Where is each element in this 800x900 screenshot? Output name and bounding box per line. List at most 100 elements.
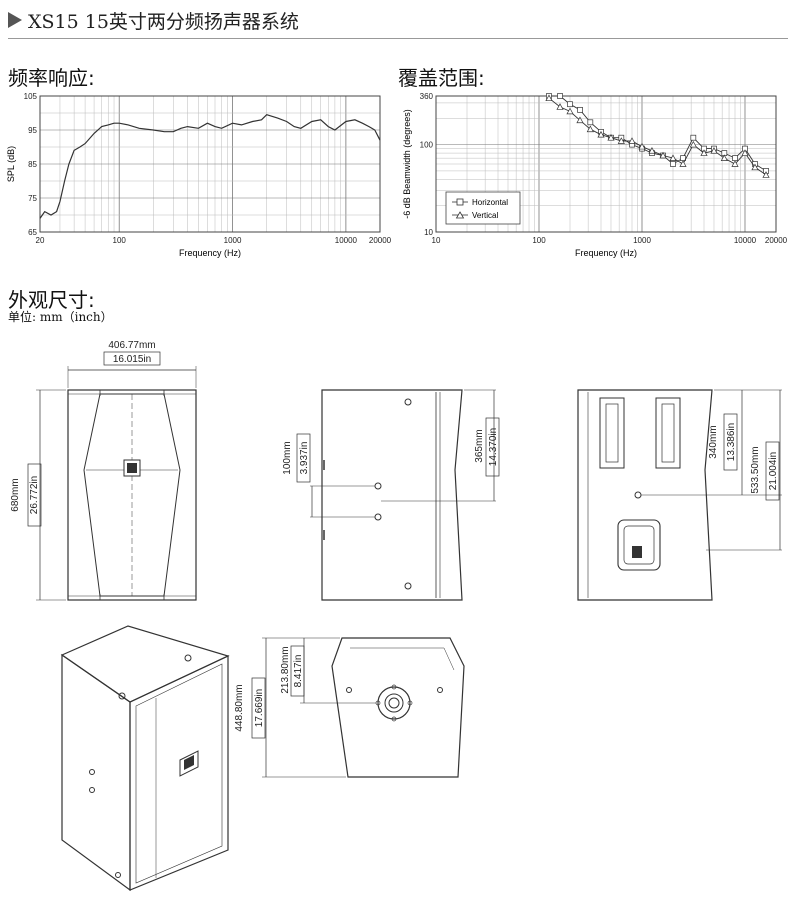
back-view: 340mm 13.386in 533.50mm 21.004in xyxy=(577,389,782,601)
vertical-point xyxy=(659,151,667,159)
series-lines xyxy=(545,93,770,178)
triangle-icon xyxy=(8,12,22,28)
top-213mm-label: 213.80mm xyxy=(280,646,291,693)
plot-frame xyxy=(39,95,381,233)
chart-grid xyxy=(39,95,381,233)
y-tick-label: 105 xyxy=(24,92,38,101)
top-213in-label: 8.417in xyxy=(293,655,304,688)
input-panel xyxy=(617,519,661,571)
horizontal-point xyxy=(587,119,594,126)
vertical-series-line xyxy=(548,97,767,176)
frequency-response-chart: 20 100 1000 10000 20000 65 75 85 95 105 Frequency… xyxy=(6,92,392,258)
x-tick-label: 10000 xyxy=(335,236,358,245)
vertical-point xyxy=(545,94,553,102)
front-view: 406.77mm 16.015in 680mm 26.772in xyxy=(10,340,197,601)
mount-point-icon xyxy=(634,491,642,499)
x-tick-label: 1000 xyxy=(633,236,651,245)
square-marker-icon xyxy=(456,198,464,206)
vertical-point xyxy=(741,149,749,156)
isometric-view xyxy=(60,625,230,892)
top-448in-label: 17.669in xyxy=(254,689,265,727)
vertical-point xyxy=(679,160,687,167)
vertical-point xyxy=(751,163,759,171)
x-tick-label: 20 xyxy=(36,236,45,245)
back-340mm-label: 340mm xyxy=(708,425,719,458)
frequency-response-heading: 频率响应: xyxy=(8,66,95,90)
horizontal-point xyxy=(557,93,563,99)
vertical-point xyxy=(576,116,584,124)
x-tick-label: 100 xyxy=(532,236,546,245)
y-axis-label: -6 dB Beamwidth (degrees) xyxy=(402,109,412,219)
vertical-point xyxy=(710,147,718,154)
vertical-point xyxy=(700,149,708,156)
top-448mm-label: 448.80mm xyxy=(234,684,245,731)
side-view: 100mm 3.937in 365mm 14.370in xyxy=(282,389,500,601)
vertical-point xyxy=(597,130,605,138)
x-tick-label: 10 xyxy=(432,236,441,245)
horizontal-point xyxy=(567,101,573,108)
y-tick-label: 65 xyxy=(28,228,37,237)
coverage-heading: 覆盖范围: xyxy=(398,66,485,90)
width-mm-label: 406.77mm xyxy=(108,340,155,351)
side-100in-label: 3.937in xyxy=(299,442,310,475)
dimension-drawings: 406.77mm 16.015in 680mm 26.772in 100mm 3… xyxy=(10,340,782,892)
top-view: 213.80mm 8.417in 448.80mm 17.669in xyxy=(234,637,465,778)
vertical-point xyxy=(762,171,770,178)
title-divider xyxy=(8,38,788,39)
vertical-point xyxy=(586,125,594,133)
dimensions-heading: 外观尺寸: xyxy=(8,288,95,312)
x-tick-label: 20000 xyxy=(369,236,392,245)
horizontal-point xyxy=(577,106,583,113)
horizontal-point xyxy=(670,161,676,167)
vertical-point xyxy=(617,137,625,144)
y-tick-label: 95 xyxy=(28,126,37,135)
vertical-point xyxy=(720,154,728,161)
x-axis-label: Frequency (Hz) xyxy=(179,248,241,258)
y-axis-label: SPL (dB) xyxy=(6,146,16,182)
back-340in-label: 13.386in xyxy=(726,423,737,461)
x-tick-label: 100 xyxy=(113,236,127,245)
unit-note: 单位: mm（inch） xyxy=(8,310,113,324)
back-533mm-label: 533.50mm xyxy=(750,446,761,493)
width-in-label: 16.015in xyxy=(113,354,151,365)
vertical-point xyxy=(566,107,574,115)
x-tick-label: 10000 xyxy=(734,236,757,245)
horizontal-series-line xyxy=(549,95,767,172)
chart-grid xyxy=(436,96,777,232)
connector-icon xyxy=(632,546,642,558)
y-tick-label: 85 xyxy=(28,160,37,169)
vertical-point xyxy=(628,137,636,144)
height-in-label: 26.772in xyxy=(29,476,40,514)
vertical-point xyxy=(556,103,564,110)
mount-socket-icon xyxy=(377,686,411,720)
page-title: XS15 15英寸两分频扬声器系统 xyxy=(28,10,299,33)
side-365in-label: 14.370in xyxy=(488,428,499,466)
vertical-point xyxy=(669,154,677,161)
back-533in-label: 21.004in xyxy=(768,452,779,490)
legend: Horizontal Vertical xyxy=(445,191,521,225)
y-tick-label: 100 xyxy=(420,141,434,150)
legend-box xyxy=(445,191,521,225)
vertical-point xyxy=(648,147,656,154)
page-header: XS15 15英寸两分频扬声器系统 xyxy=(8,6,299,34)
side-365mm-label: 365mm xyxy=(474,429,485,462)
x-axis-label: Frequency (Hz) xyxy=(575,248,637,258)
legend-item-vertical: Vertical xyxy=(472,211,498,220)
tick-labels: 20 100 1000 10000 20000 65 75 85 95 105 xyxy=(24,92,392,245)
y-tick-label: 10 xyxy=(424,228,433,237)
plot-frame xyxy=(435,95,777,233)
y-tick-label: 75 xyxy=(28,194,37,203)
spl-series-line xyxy=(39,114,381,219)
vertical-point xyxy=(638,142,646,150)
legend-item-horizontal: Horizontal xyxy=(472,198,508,207)
x-tick-label: 1000 xyxy=(224,236,242,245)
height-mm-label: 680mm xyxy=(10,478,21,511)
vertical-point xyxy=(607,133,615,141)
vertical-point xyxy=(689,140,697,148)
series-line xyxy=(39,114,381,219)
triangle-marker-icon xyxy=(455,211,465,219)
side-100mm-label: 100mm xyxy=(282,441,293,474)
x-tick-label: 20000 xyxy=(765,236,788,245)
